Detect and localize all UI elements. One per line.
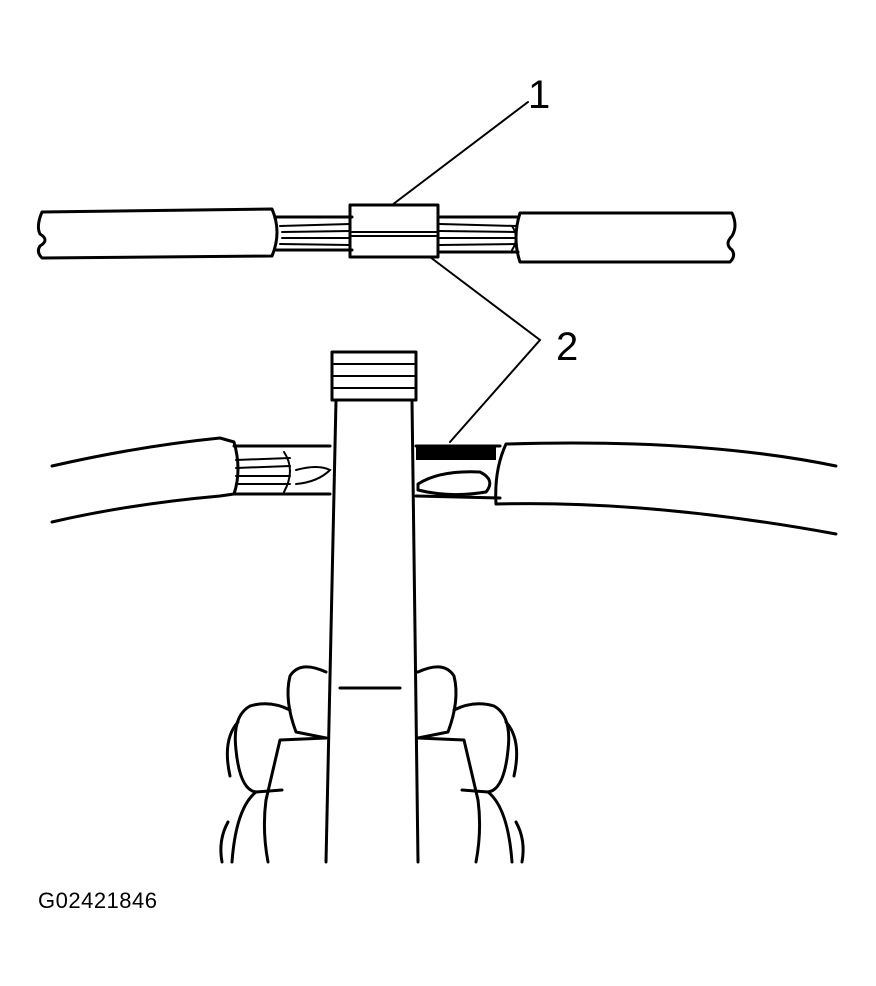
left-crimp-strands bbox=[232, 444, 332, 496]
left-handle-pivot bbox=[286, 665, 328, 740]
callout-1-label: 1 bbox=[528, 73, 550, 117]
right-curved-wire bbox=[494, 441, 838, 536]
callout-2-label: 2 bbox=[556, 325, 578, 369]
spliced-wire bbox=[36, 203, 737, 264]
right-crimp-strands bbox=[414, 444, 502, 500]
right-handle-pivot bbox=[416, 665, 458, 740]
tool-body bbox=[324, 398, 420, 864]
right-exposed-strands bbox=[436, 215, 520, 254]
figure-id: G02421846 bbox=[38, 888, 158, 913]
splice-sleeve bbox=[348, 203, 440, 259]
left-exposed-strands bbox=[274, 215, 354, 252]
callout-2-leader bbox=[429, 256, 542, 443]
crimp-wire-ends bbox=[50, 436, 838, 536]
crimping-tool bbox=[219, 350, 525, 864]
left-wire-insulation bbox=[36, 207, 279, 260]
right-wire-insulation bbox=[514, 211, 737, 264]
left-curved-wire bbox=[50, 436, 240, 524]
callout-1-leader bbox=[391, 101, 529, 206]
